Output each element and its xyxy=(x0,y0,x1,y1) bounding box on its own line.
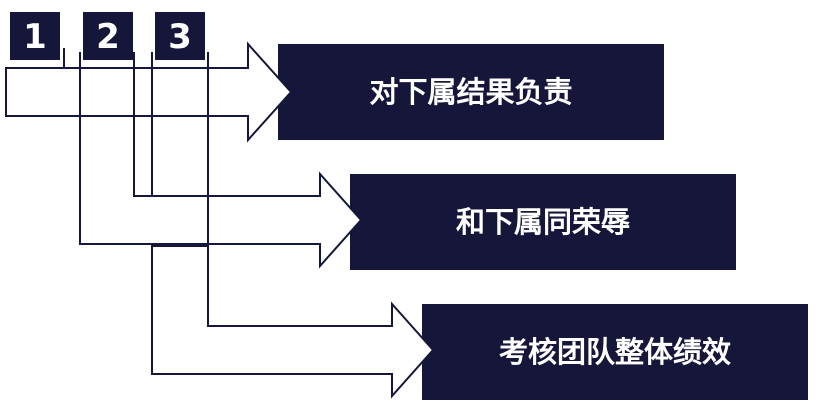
arrow-3 xyxy=(151,245,435,399)
outcome-label-1: 对下属结果负责 xyxy=(369,75,572,109)
number-box-1 xyxy=(10,12,60,60)
number-box-2 xyxy=(83,12,133,60)
outcome-box-3 xyxy=(422,304,808,400)
outcome-box-1 xyxy=(278,44,664,140)
number-label-2: 2 xyxy=(96,17,120,57)
outcome-label-2: 和下属同荣辱 xyxy=(456,205,630,239)
arrow-1 xyxy=(5,41,293,143)
arrow-2 xyxy=(79,115,363,269)
number-label-3: 3 xyxy=(168,17,192,57)
outcome-box-2 xyxy=(350,174,736,270)
number-box-3 xyxy=(155,12,205,60)
number-label-1: 1 xyxy=(23,17,47,57)
outcome-label-3: 考核团队整体绩效 xyxy=(499,335,731,369)
